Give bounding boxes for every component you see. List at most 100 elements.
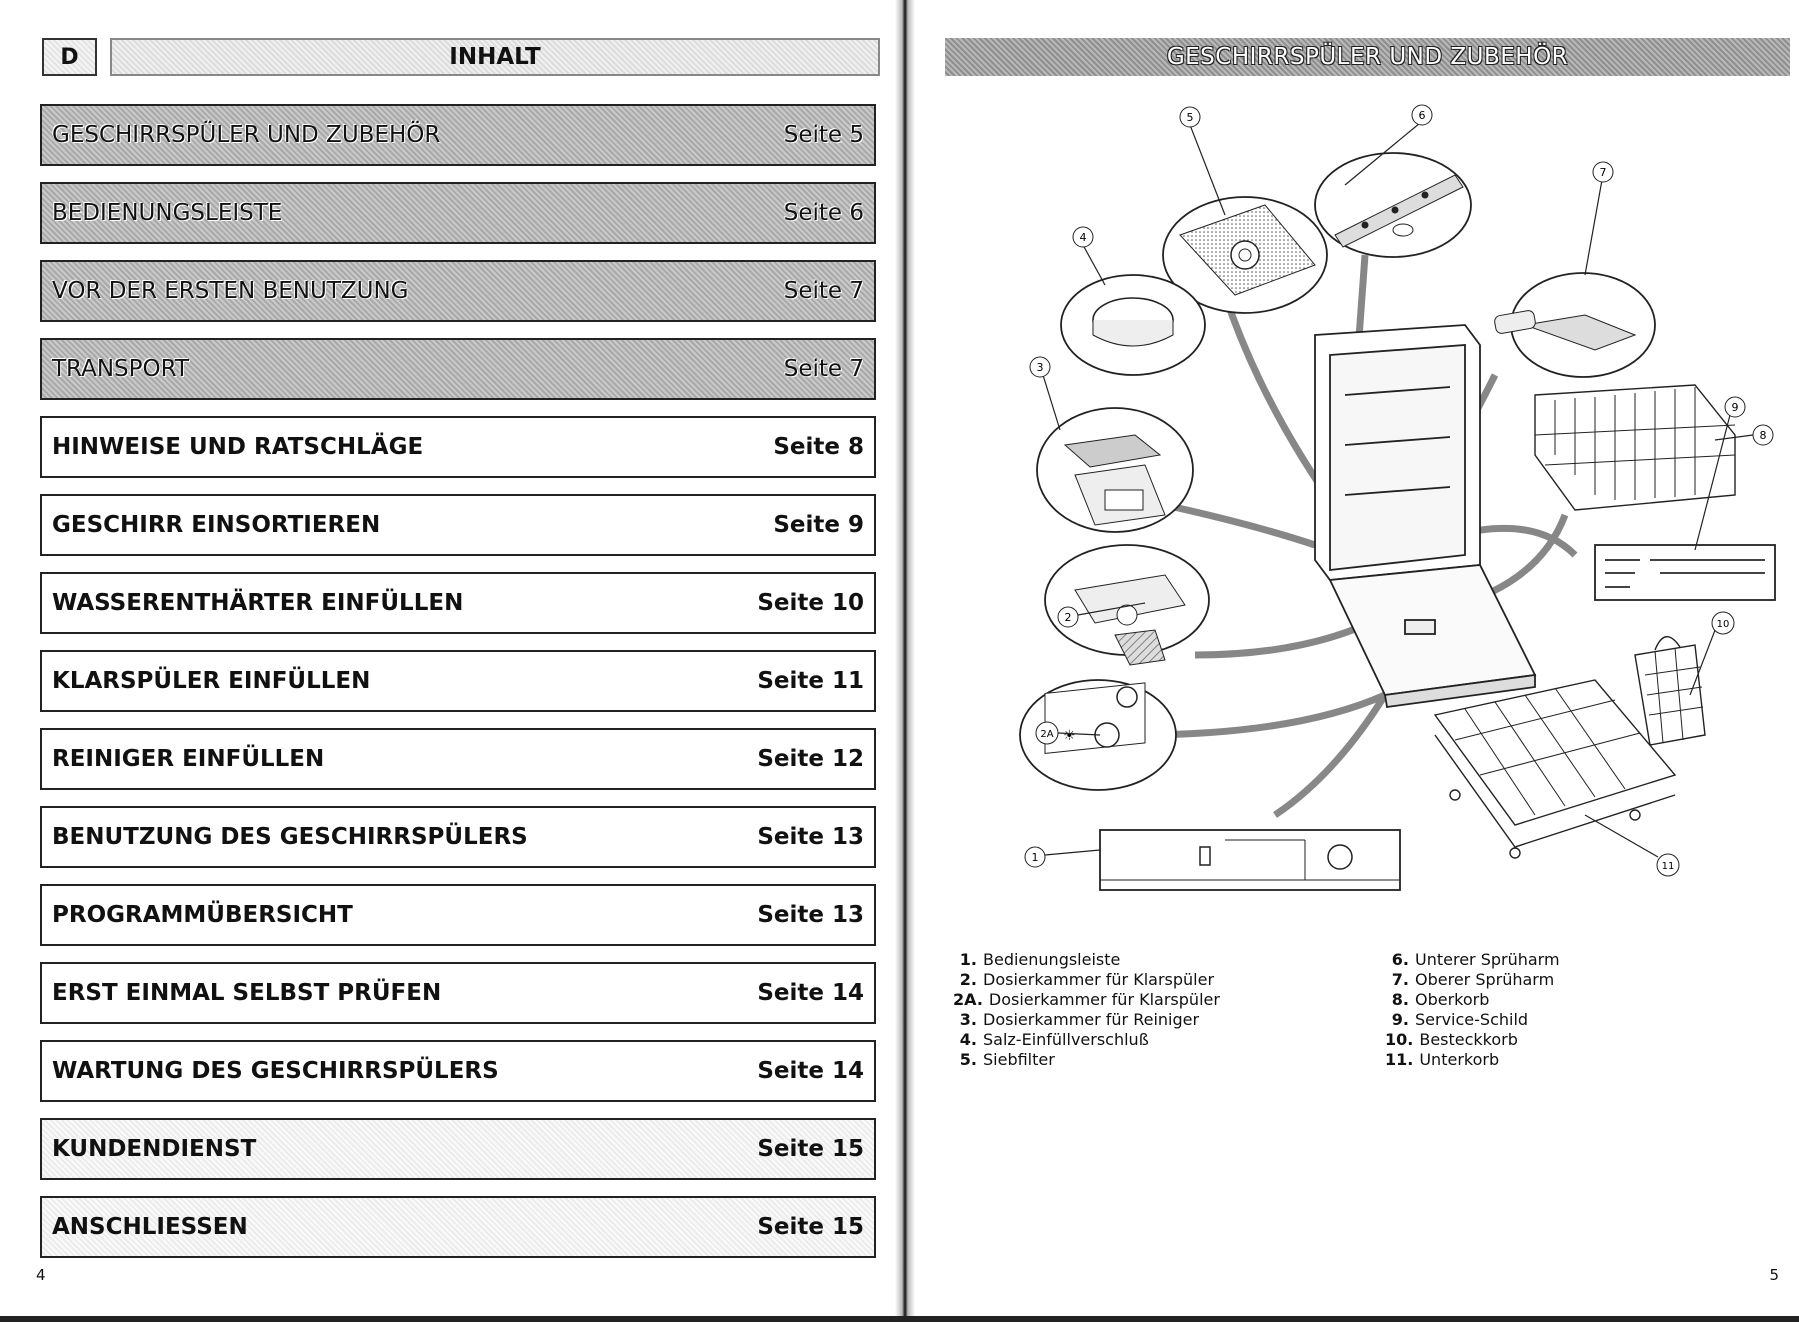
lower-spray-arm-detail: [1314, 152, 1472, 258]
toc-entry[interactable]: HINWEISE UND RATSCHLÄGE Seite 8: [40, 416, 876, 478]
callout-9: 9: [1724, 396, 1746, 418]
legend-item-text: Dosierkammer für Klarspüler: [983, 970, 1215, 989]
toc-entry-title: WASSERENTHÄRTER EINFÜLLEN: [52, 590, 464, 616]
toc-entry-page: Seite 8: [773, 434, 864, 460]
callout-4: 4: [1072, 226, 1094, 248]
svg-text:2A: 2A: [1040, 729, 1053, 740]
language-tab: D: [42, 38, 97, 76]
toc-entry-page: Seite 7: [783, 278, 864, 304]
svg-text:6: 6: [1419, 109, 1426, 122]
contents-title: INHALT: [110, 38, 880, 76]
svg-text:9: 9: [1732, 401, 1739, 414]
toc-entry-title: ANSCHLIESSEN: [52, 1214, 248, 1240]
toc-entry[interactable]: TRANSPORT Seite 7: [40, 338, 876, 400]
legend-item: 6. Unterer Sprüharm: [1385, 950, 1560, 970]
legend-item-number: 7.: [1391, 970, 1409, 989]
toc-entry-page: Seite 10: [757, 590, 864, 616]
legend-item-number: 11.: [1385, 1050, 1414, 1069]
svg-text:2: 2: [1065, 611, 1072, 624]
legend-item-text: Besteckkorb: [1419, 1030, 1518, 1049]
svg-text:3: 3: [1037, 361, 1044, 374]
svg-text:☀: ☀: [1063, 728, 1076, 744]
toc-entry-title: TRANSPORT: [52, 356, 189, 382]
legend-item-text: Dosierkammer für Klarspüler: [988, 990, 1220, 1009]
legend-item: 5.Siebfilter: [953, 1050, 1220, 1070]
legend-item-number: 4.: [959, 1030, 977, 1049]
callout-11: 11: [1656, 853, 1680, 877]
legend-item-text: Oberkorb: [1415, 990, 1490, 1009]
legend-item: 10.Besteckkorb: [1385, 1030, 1560, 1050]
toc-entry-title: HINWEISE UND RATSCHLÄGE: [52, 434, 424, 460]
toc-entry-page: Seite 9: [773, 512, 864, 538]
callout-8: 8: [1752, 424, 1774, 446]
rinse-aid-dispenser-detail: [1044, 544, 1210, 666]
toc-entry-title: KLARSPÜLER EINFÜLLEN: [52, 668, 371, 694]
page-number-left: 4: [36, 1266, 46, 1284]
toc-entry-title: REINIGER EINFÜLLEN: [52, 746, 325, 772]
toc-entry-title: GESCHIRRSPÜLER UND ZUBEHÖR: [52, 122, 441, 148]
legend-item-number: 2A.: [953, 990, 983, 1009]
legend-item-text: Oberer Sprüharm: [1415, 970, 1555, 989]
toc-entry-title: GESCHIRR EINSORTIEREN: [52, 512, 381, 538]
legend-item-number: 9.: [1391, 1010, 1409, 1029]
callout-2: 2: [1057, 606, 1079, 628]
legend-item-text: Siebfilter: [983, 1050, 1055, 1069]
section-title: GESCHIRRSPÜLER UND ZUBEHÖR: [945, 38, 1790, 76]
lower-basket-detail: [1433, 679, 1677, 859]
legend-item: 1.Bedienungsleiste: [953, 950, 1220, 970]
toc-entry[interactable]: PROGRAMMÜBERSICHT Seite 13: [40, 884, 876, 946]
callout-10: 10: [1711, 611, 1735, 635]
svg-text:4: 4: [1080, 231, 1087, 244]
callout-2a: 2A: [1035, 721, 1059, 745]
legend-item-text: Unterer Sprüharm: [1415, 950, 1560, 969]
page-number-right: 5: [1769, 1266, 1779, 1284]
cutlery-basket-detail: [1634, 636, 1706, 746]
leader-lines: [1042, 122, 1754, 858]
right-page: GESCHIRRSPÜLER UND ZUBEHÖR: [915, 0, 1799, 1322]
legend-item-text: Service-Schild: [1415, 1010, 1529, 1029]
salt-cap-detail: [1060, 274, 1206, 376]
svg-text:11: 11: [1662, 861, 1675, 872]
siebfilter-detail: [1162, 196, 1328, 314]
legend-item: 9. Service-Schild: [1385, 1010, 1560, 1030]
toc-entry-page: Seite 13: [757, 824, 864, 850]
toc-entry[interactable]: WASSERENTHÄRTER EINFÜLLEN Seite 10: [40, 572, 876, 634]
toc-entry-page: Seite 14: [757, 1058, 864, 1084]
dishwasher-illustration: ☀: [1019, 104, 1776, 891]
legend-item: 2.Dosierkammer für Klarspüler: [953, 970, 1220, 990]
legend-item-text: Bedienungsleiste: [983, 950, 1121, 969]
svg-text:1: 1: [1032, 851, 1039, 864]
legend-item-text: Unterkorb: [1419, 1050, 1500, 1069]
detergent-dispenser-detail: [1036, 407, 1194, 533]
callout-7: 7: [1592, 161, 1614, 183]
toc-entry-title: PROGRAMMÜBERSICHT: [52, 902, 353, 928]
toc-entry[interactable]: GESCHIRR EINSORTIEREN Seite 9: [40, 494, 876, 556]
legend-item: 2A. Dosierkammer für Klarspüler: [953, 990, 1220, 1010]
upper-spray-arm-detail: [1494, 272, 1656, 378]
legend-item: 11. Unterkorb: [1385, 1050, 1560, 1070]
toc-entry[interactable]: ANSCHLIESSEN Seite 15: [40, 1196, 876, 1258]
callout-6: 6: [1411, 104, 1433, 126]
toc-entry-page: Seite 7: [783, 356, 864, 382]
toc-entry-title: ERST EINMAL SELBST PRÜFEN: [52, 980, 442, 1006]
book-gutter: [895, 0, 915, 1322]
legend-item-number: 6.: [1391, 950, 1409, 969]
callout-3: 3: [1029, 356, 1051, 378]
legend-item-text: Salz-Einfüllverschluß: [983, 1030, 1149, 1049]
toc-entry-page: Seite 13: [757, 902, 864, 928]
service-label-detail: [1594, 544, 1776, 601]
toc-entry-page: Seite 15: [757, 1214, 864, 1240]
svg-text:7: 7: [1600, 166, 1607, 179]
callout-markers: 5 6 7 4 3 8 9 10 2 2A 1 11: [1024, 104, 1774, 877]
upper-basket-detail: [1534, 384, 1736, 511]
toc-entry-title: KUNDENDIENST: [52, 1136, 257, 1162]
